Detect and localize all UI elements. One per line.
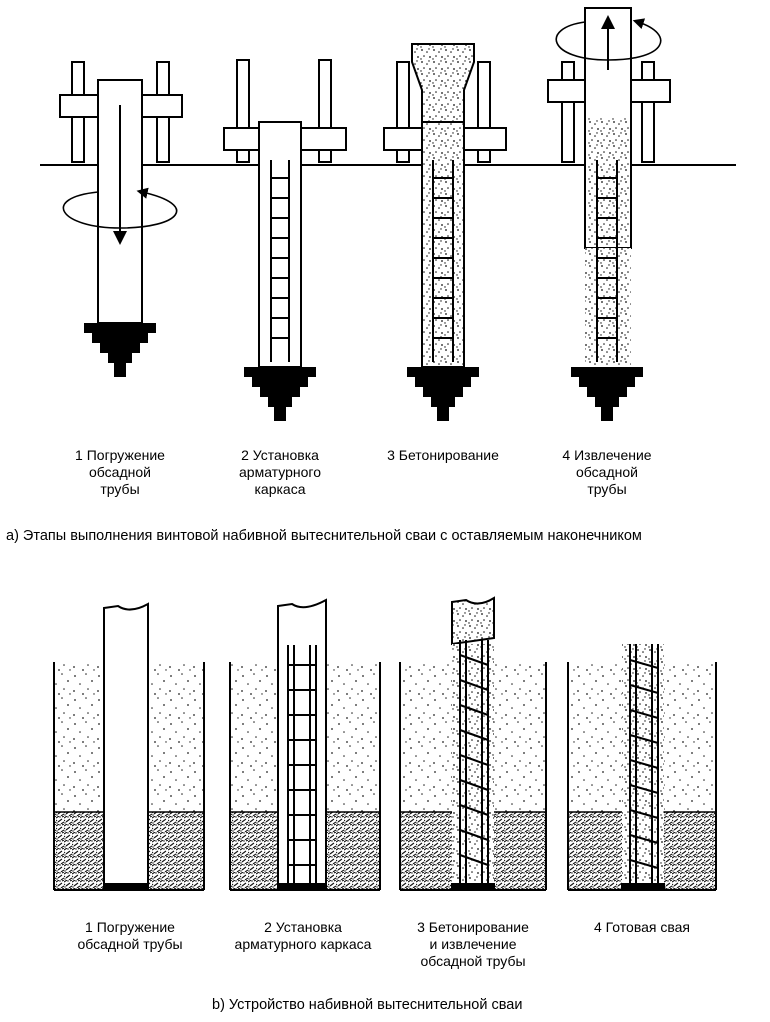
stage-b1-casing: [53, 602, 205, 891]
label-b3-line2: и извлечение: [429, 936, 517, 952]
stage-a4-extraction: [547, 7, 671, 421]
stage-a2-reinforcement: [223, 59, 347, 421]
label-a2-line3: каркаса: [254, 481, 306, 497]
label-b1-line1: 1 Погружение: [85, 919, 175, 935]
label-a1-line3: трубы: [100, 481, 140, 497]
label-a1: 1 Погружение обсадной трубы: [40, 447, 200, 498]
label-b3-line1: 3 Бетонирование: [417, 919, 529, 935]
label-b1-line2: обсадной трубы: [77, 936, 183, 952]
stage-b3-concreting: [399, 596, 547, 891]
stage-b2-cage: [229, 598, 381, 891]
label-b2-line1: 2 Установка: [264, 919, 342, 935]
label-a1-line2: обсадной: [89, 464, 151, 480]
label-b3-line3: обсадной трубы: [420, 953, 526, 969]
label-a2-line2: арматурного: [239, 464, 321, 480]
label-a4-line1: 4 Извлечение: [562, 447, 652, 463]
label-b4: 4 Готовая свая: [562, 919, 722, 936]
label-b1: 1 Погружение обсадной трубы: [50, 919, 210, 953]
label-a2: 2 Установка арматурного каркаса: [200, 447, 360, 498]
label-a4-line3: трубы: [587, 481, 627, 497]
label-a1-line1: 1 Погружение: [75, 447, 165, 463]
label-a4: 4 Извлечение обсадной трубы: [527, 447, 687, 498]
stage-a3-concreting: [383, 43, 507, 421]
label-a2-line1: 2 Установка: [241, 447, 319, 463]
label-b2: 2 Установка арматурного каркаса: [223, 919, 383, 953]
caption-a: а) Этапы выполнения винтовой набивной вы…: [6, 528, 642, 544]
caption-b: b) Устройство набивной вытеснительной св…: [212, 997, 523, 1013]
stage-a1-drilling: [59, 61, 183, 377]
label-b2-line2: арматурного каркаса: [234, 936, 372, 952]
label-b4-line1: 4 Готовая свая: [593, 919, 691, 935]
label-a4-line2: обсадной: [576, 464, 638, 480]
label-a3: 3 Бетонирование: [363, 447, 523, 464]
stage-b4-finished-pile: [567, 644, 717, 891]
label-a3-line1: 3 Бетонирование: [387, 447, 499, 463]
label-b3: 3 Бетонирование и извлечение обсадной тр…: [393, 919, 553, 970]
